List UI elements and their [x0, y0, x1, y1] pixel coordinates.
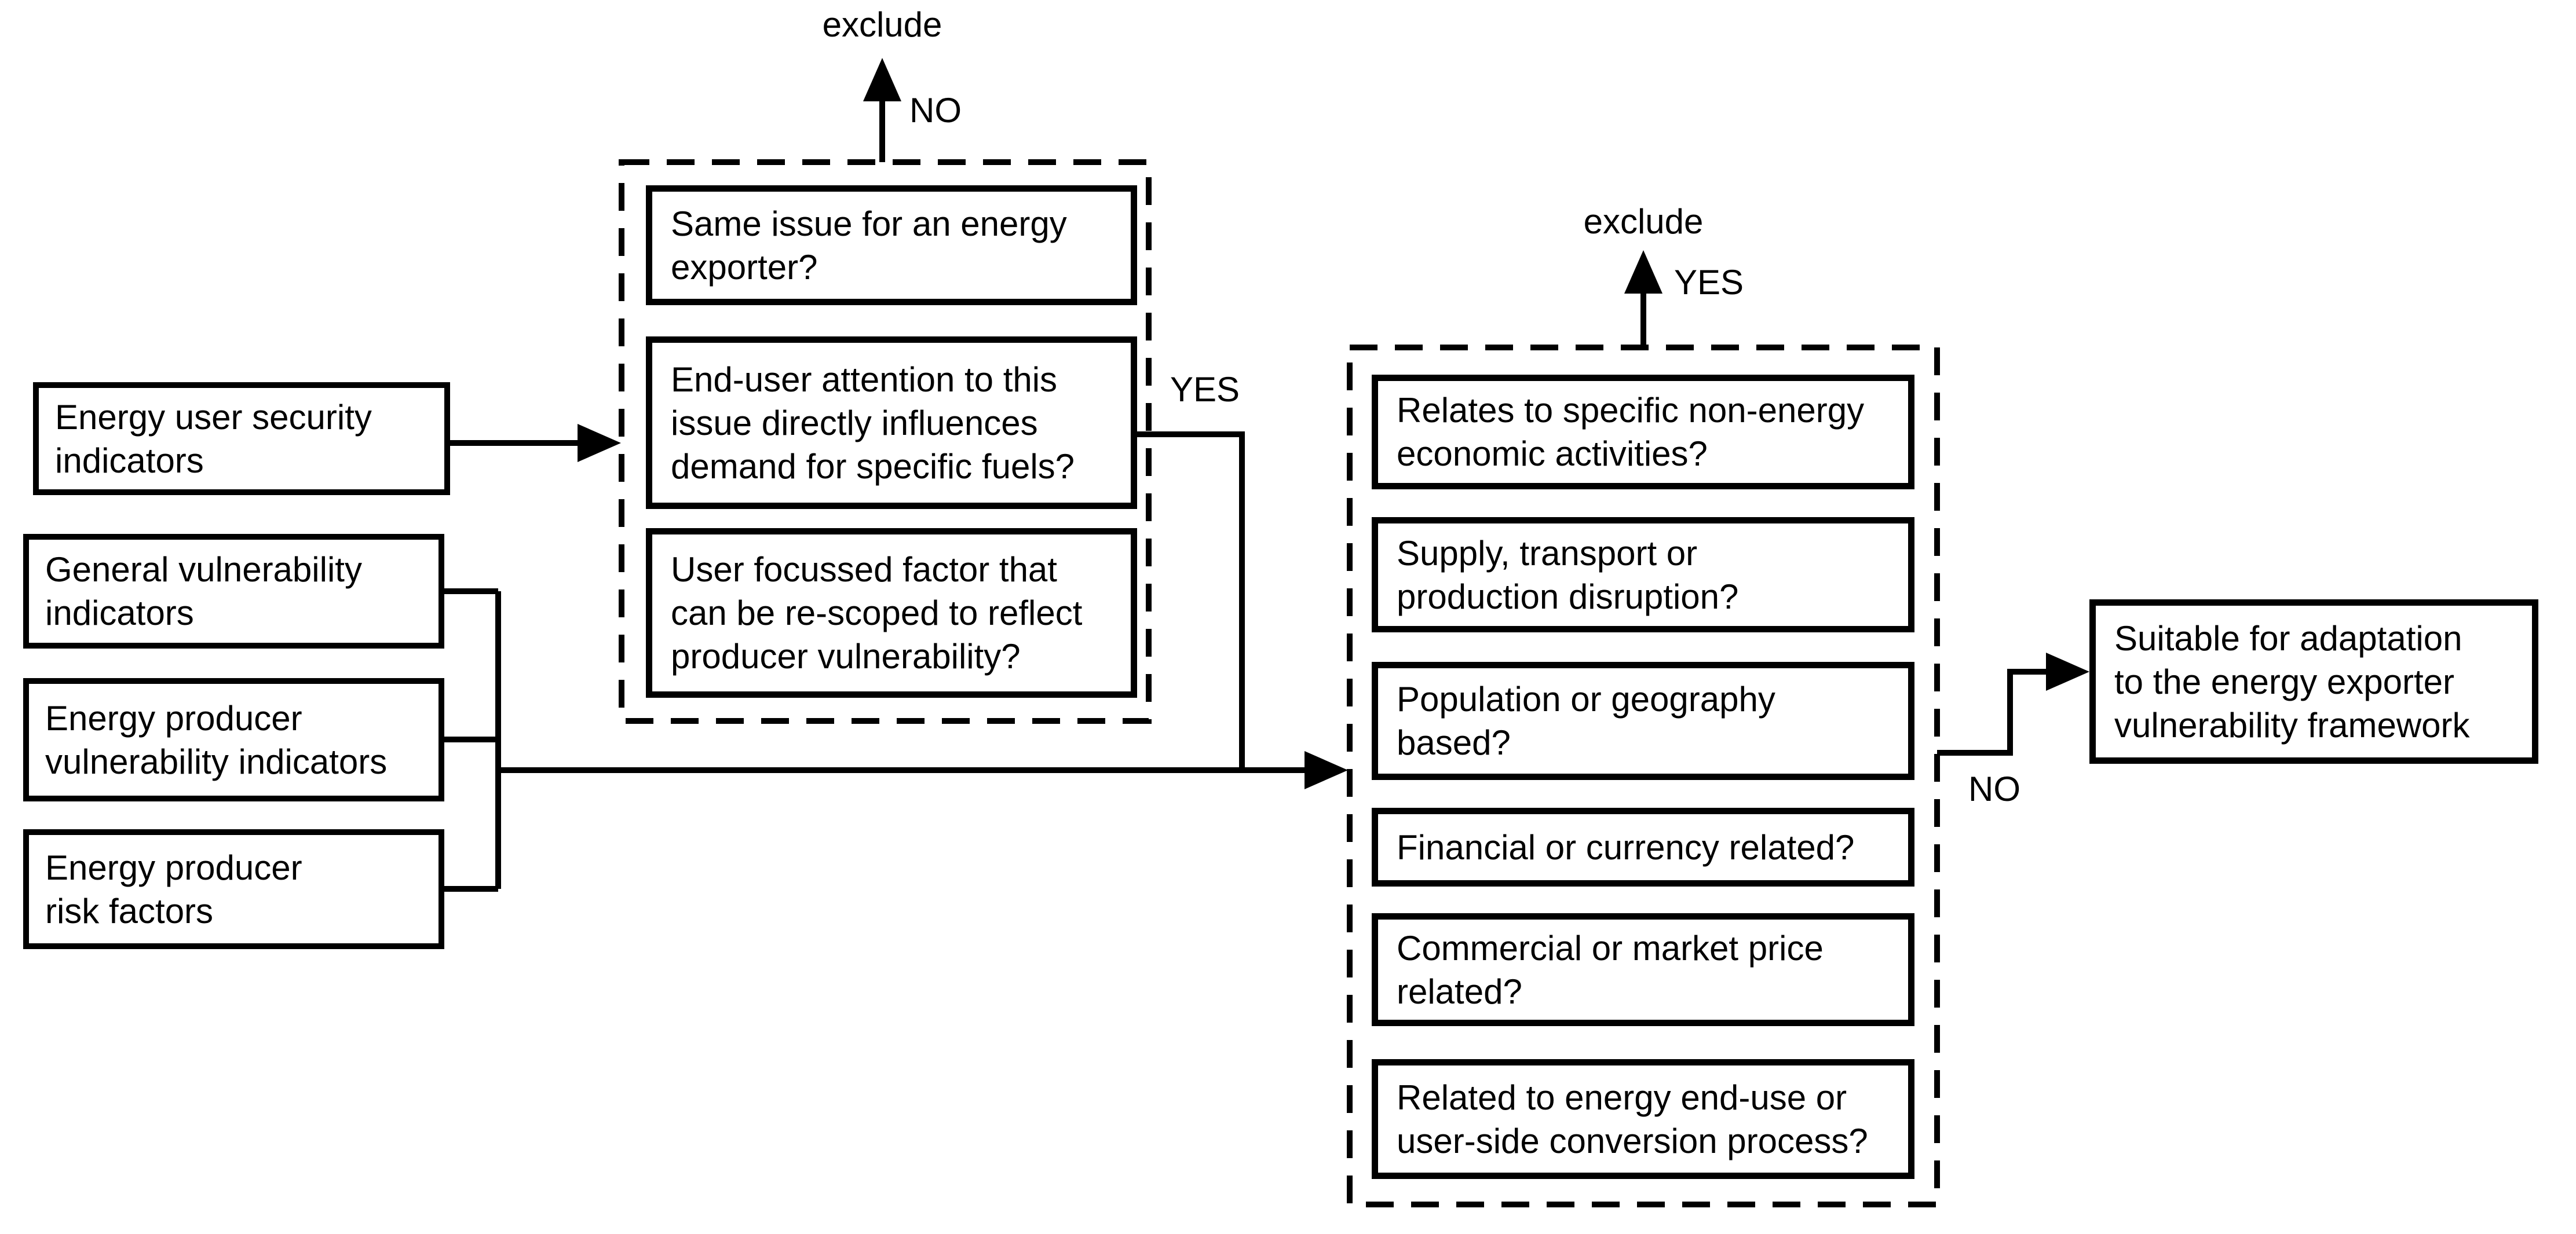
- node-energy-user-security-label: Energy user security indicators: [55, 397, 372, 480]
- line-no-to-result: [1937, 669, 2048, 756]
- line-yes-user-screen: [1137, 431, 1245, 770]
- node-energy-user-security: Energy user security indicators: [33, 382, 450, 495]
- question-same-issue-exporter: Same issue for an energy exporter?: [646, 185, 1137, 305]
- label-exclude-user-screen: exclude: [822, 5, 942, 44]
- question-supply-disruption-label: Supply, transport or production disrupti…: [1397, 533, 1739, 616]
- node-energy-producer-vulnerability: Energy producer vulnerability indicators: [23, 678, 444, 801]
- node-energy-producer-risk: Energy producer risk factors: [23, 829, 444, 949]
- question-supply-disruption: Supply, transport or production disrupti…: [1372, 517, 1914, 632]
- arrowhead-exclude-exporter-screen: [1624, 250, 1662, 294]
- node-general-vulnerability-label: General vulnerability indicators: [45, 550, 362, 632]
- arrowhead-user-security-to-user-screen: [578, 424, 621, 462]
- node-suitable-result-label: Suitable for adaptation to the energy ex…: [2114, 618, 2470, 745]
- question-user-focussed-factor-label: User focussed factor that can be re-scop…: [671, 550, 1083, 676]
- node-suitable-result: Suitable for adaptation to the energy ex…: [2089, 599, 2538, 764]
- question-non-energy-activities-label: Relates to specific non-energy economic …: [1397, 391, 1865, 473]
- question-end-use-conversion-label: Related to energy end-use or user-side c…: [1397, 1078, 1868, 1160]
- arrowhead-main-to-exporter-screen: [1305, 751, 1348, 789]
- node-energy-producer-vulnerability-label: Energy producer vulnerability indicators: [45, 698, 388, 781]
- question-population-geography-label: Population or geography based?: [1397, 680, 1775, 762]
- question-financial-currency: Financial or currency related?: [1372, 808, 1914, 887]
- label-exclude-exporter-screen: exclude: [1583, 202, 1704, 241]
- arrowhead-no-to-result: [2046, 653, 2089, 691]
- question-end-use-conversion: Related to energy end-use or user-side c…: [1372, 1059, 1914, 1179]
- question-population-geography: Population or geography based?: [1372, 662, 1914, 780]
- label-yes-user-screen: YES: [1170, 370, 1240, 409]
- question-commercial-price: Commercial or market price related?: [1372, 913, 1914, 1026]
- question-end-user-attention: End-user attention to this issue directl…: [646, 336, 1137, 509]
- node-general-vulnerability: General vulnerability indicators: [23, 534, 444, 649]
- arrowhead-exclude-user-screen: [863, 58, 901, 101]
- label-yes-exporter-screen: YES: [1674, 263, 1744, 302]
- question-end-user-attention-label: End-user attention to this issue directl…: [671, 360, 1075, 486]
- question-same-issue-exporter-label: Same issue for an energy exporter?: [671, 204, 1067, 287]
- bracket-producer-indicators: [444, 588, 501, 892]
- question-non-energy-activities: Relates to specific non-energy economic …: [1372, 375, 1914, 489]
- label-no-user-screen: NO: [909, 91, 962, 130]
- question-commercial-price-label: Commercial or market price related?: [1397, 928, 1824, 1011]
- question-user-focussed-factor: User focussed factor that can be re-scop…: [646, 528, 1137, 698]
- label-no-exporter-screen: NO: [1968, 770, 2020, 808]
- question-financial-currency-label: Financial or currency related?: [1397, 827, 1855, 867]
- node-energy-producer-risk-label: Energy producer risk factors: [45, 848, 302, 931]
